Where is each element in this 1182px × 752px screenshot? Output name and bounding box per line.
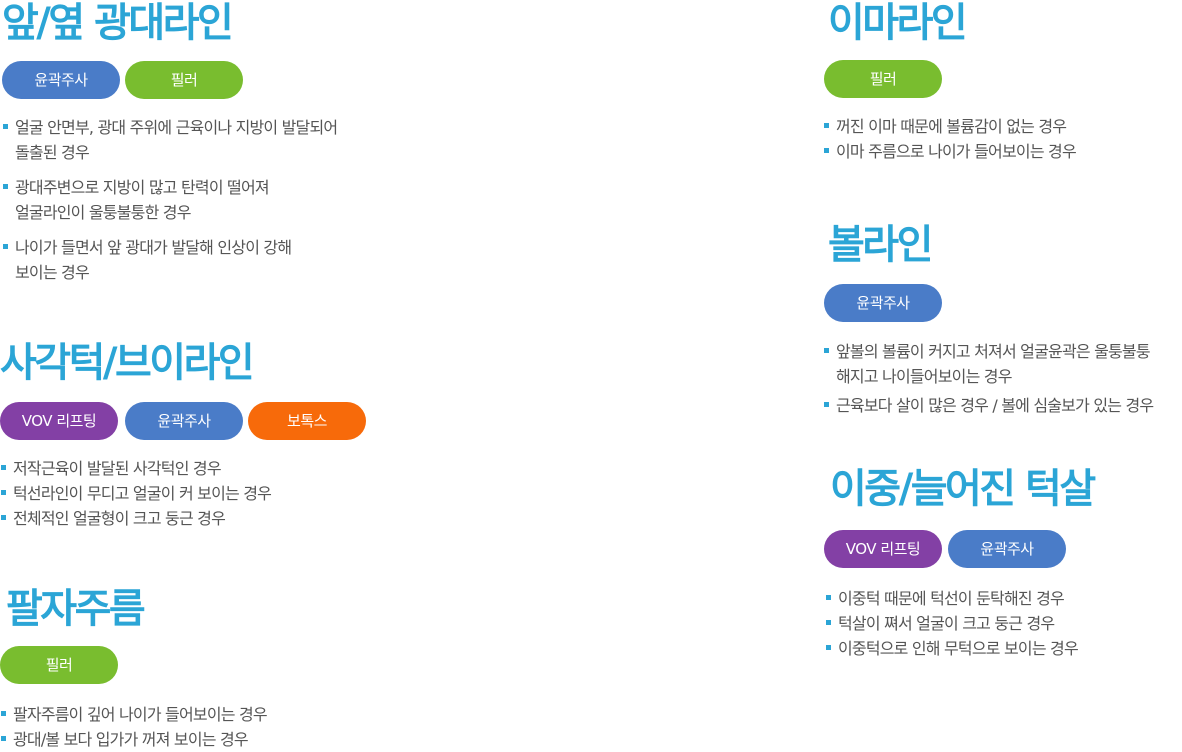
list-item: 팔자주름이 깊어 나이가 들어보이는 경우: [0, 702, 268, 727]
list-item: 턱살이 쪄서 얼굴이 크고 둥근 경우: [825, 611, 1094, 636]
treatment-tags: 윤곽주사: [824, 284, 1153, 324]
tag-filler[interactable]: 필러: [824, 60, 942, 98]
tag-botox[interactable]: 보톡스: [248, 402, 366, 440]
symptom-list: 얼굴 안면부, 광대 주위에 근육이나 지방이 발달되어 돌출된 경우 광대주변…: [2, 115, 338, 285]
list-item: 근육보다 살이 많은 경우 / 볼에 심술보가 있는 경우: [823, 393, 1154, 418]
list-item: 광대/볼 보다 입가가 꺼져 보이는 경우: [0, 727, 267, 752]
treatment-tags: 윤곽주사 필러: [2, 61, 337, 101]
tag-vov-lifting[interactable]: VOV 리프팅: [824, 530, 942, 568]
tag-contour-injection[interactable]: 윤곽주사: [824, 284, 942, 322]
section-cheek-line: 볼라인 윤곽주사 앞볼의 볼륨이 커지고 처져서 얼굴윤곽은 울퉁불퉁 해지고 …: [824, 222, 1154, 418]
list-item: 나이가 들면서 앞 광대가 발달해 인상이 강해 보이는 경우: [2, 235, 337, 285]
list-item: 턱선라인이 무디고 얼굴이 커 보이는 경우: [0, 481, 272, 506]
list-item: 얼굴 안면부, 광대 주위에 근육이나 지방이 발달되어 돌출된 경우: [2, 115, 338, 165]
tag-filler[interactable]: 필러: [0, 646, 118, 684]
list-item: 저작근육이 발달된 사각턱인 경우: [0, 456, 271, 481]
list-item: 앞볼의 볼륨이 커지고 처져서 얼굴윤곽은 울퉁불퉁 해지고 나이들어보이는 경…: [823, 339, 1153, 389]
symptom-list: 꺼진 이마 때문에 볼륨감이 없는 경우 이마 주름으로 나이가 들어보이는 경…: [823, 114, 1077, 164]
tag-contour-injection[interactable]: 윤곽주사: [125, 402, 243, 440]
tag-filler[interactable]: 필러: [125, 61, 243, 99]
symptom-list: 팔자주름이 깊어 나이가 들어보이는 경우 광대/볼 보다 입가가 꺼져 보이는…: [0, 702, 268, 752]
section-square-jaw: 사각턱/브이라인 VOV 리프팅 윤곽주사 보톡스 저작근육이 발달된 사각턱인…: [0, 340, 366, 531]
section-nasolabial: 팔자주름 필러 팔자주름이 깊어 나이가 들어보이는 경우 광대/볼 보다 입가…: [0, 586, 268, 752]
symptom-list: 이중턱 때문에 턱선이 둔탁해진 경우 턱살이 쪄서 얼굴이 크고 둥근 경우 …: [825, 586, 1094, 661]
list-item: 이중턱으로 인해 무턱으로 보이는 경우: [825, 636, 1094, 661]
section-double-chin: 이중/늘어진 턱살 VOV 리프팅 윤곽주사 이중턱 때문에 턱선이 둔탁해진 …: [824, 466, 1096, 661]
section-title: 이중/늘어진 턱살: [830, 466, 1096, 512]
section-title: 팔자주름: [6, 586, 146, 632]
section-title: 볼라인: [828, 222, 933, 268]
section-title: 이마라인: [828, 0, 968, 46]
tag-contour-injection[interactable]: 윤곽주사: [948, 530, 1066, 568]
tag-vov-lifting[interactable]: VOV 리프팅: [0, 402, 118, 440]
list-item: 광대주변으로 지방이 많고 탄력이 떨어져 얼굴라인이 울퉁불퉁한 경우: [2, 175, 337, 225]
list-item: 전체적인 얼굴형이 크고 둥근 경우: [0, 506, 271, 531]
list-item: 이중턱 때문에 턱선이 둔탁해진 경우: [825, 586, 1094, 611]
tag-contour-injection[interactable]: 윤곽주사: [2, 61, 120, 99]
treatment-tags: VOV 리프팅 윤곽주사: [824, 530, 1094, 570]
treatment-tags: VOV 리프팅 윤곽주사 보톡스: [0, 402, 366, 442]
list-item: 꺼진 이마 때문에 볼륨감이 없는 경우: [823, 114, 1076, 139]
symptom-list: 앞볼의 볼륨이 커지고 처져서 얼굴윤곽은 울퉁불퉁 해지고 나이들어보이는 경…: [823, 339, 1154, 418]
section-forehead: 이마라인 필러 꺼진 이마 때문에 볼륨감이 없는 경우 이마 주름으로 나이가…: [823, 0, 1077, 164]
list-item: 이마 주름으로 나이가 들어보이는 경우: [823, 139, 1077, 164]
section-cheekbone: 앞/옆 광대라인 윤곽주사 필러 얼굴 안면부, 광대 주위에 근육이나 지방이…: [2, 0, 338, 285]
section-title: 앞/옆 광대라인: [2, 0, 234, 46]
symptom-list: 저작근육이 발달된 사각턱인 경우 턱선라인이 무디고 얼굴이 커 보이는 경우…: [0, 456, 272, 531]
section-title: 사각턱/브이라인: [0, 340, 255, 386]
treatment-tags: 필러: [0, 646, 267, 686]
treatment-tags: 필러: [824, 60, 1076, 100]
